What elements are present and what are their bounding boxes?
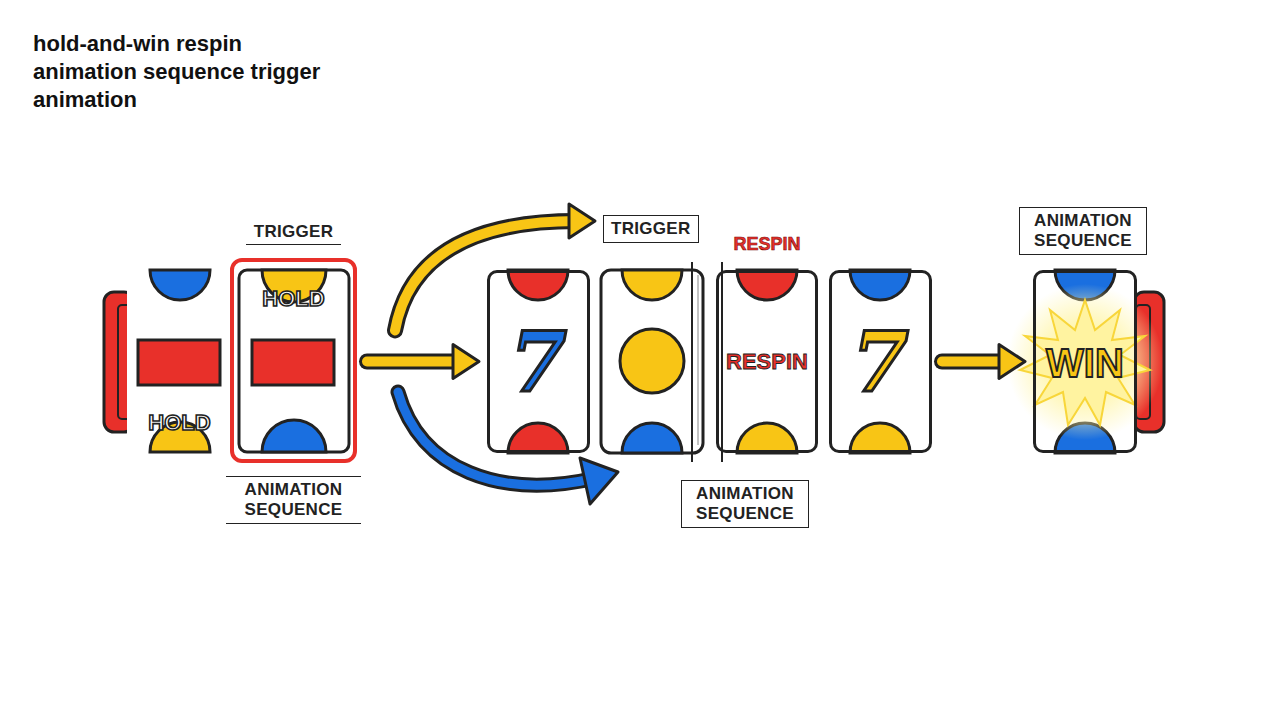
bar-symbol <box>138 340 220 385</box>
symbol-half <box>622 270 682 300</box>
symbol-half <box>850 423 910 453</box>
node-text: 7 <box>832 321 929 403</box>
arrow-head <box>453 345 479 379</box>
flow-arrow <box>942 345 1025 379</box>
bar-symbol <box>252 340 334 385</box>
arrow-head <box>999 345 1025 379</box>
symbol-half <box>622 423 682 453</box>
node-text: HOLD <box>234 286 353 312</box>
arrow-outline <box>367 354 461 370</box>
coin-symbol <box>620 329 684 393</box>
symbol-half <box>850 270 910 300</box>
slot-reel: 7 <box>487 270 590 453</box>
curved-arrow <box>398 392 596 485</box>
node-text: RESPIN <box>709 233 825 255</box>
symbol-half <box>508 423 568 453</box>
arrow-outline <box>942 354 1007 370</box>
win-burst <box>1020 300 1150 425</box>
symbol-half <box>737 270 797 300</box>
reel-face <box>127 270 232 452</box>
flow-arrow <box>395 204 595 331</box>
slot-reel: HOLD <box>127 270 232 452</box>
curved-arrow <box>398 392 596 485</box>
motion-line <box>721 262 723 462</box>
slot-reel: RESPINRESPIN <box>716 270 818 453</box>
symbol-half <box>150 270 210 300</box>
node-text: TRIGGER <box>246 222 341 245</box>
symbol-half <box>508 270 568 300</box>
node-text: 7 <box>490 321 587 403</box>
label-box: ANIMATION SEQUENCE <box>681 480 809 528</box>
slot-reel: TRIGGERHOLDANIMATION SEQUENCE <box>230 258 357 463</box>
diagram-title: hold-and-win respin animation sequence t… <box>33 30 333 114</box>
arrow-outline <box>395 221 577 331</box>
arrow-body <box>367 357 461 367</box>
win-glow <box>1007 284 1163 440</box>
node-text: ANIMATION SEQUENCE <box>226 476 361 524</box>
node-text: ANIMATION SEQUENCE <box>1027 211 1139 251</box>
slot-reel: WIN <box>1033 270 1137 453</box>
motion-line <box>691 262 693 462</box>
node-text: HOLD <box>127 410 232 436</box>
arrow-body <box>942 357 1007 367</box>
node-text: TRIGGER <box>611 219 691 239</box>
reel-face <box>601 270 703 453</box>
arrow-head <box>580 458 618 504</box>
label-box: ANIMATION SEQUENCE <box>1019 207 1147 255</box>
motion-line <box>698 275 699 445</box>
arrow-body <box>395 221 577 331</box>
node-text: ANIMATION SEQUENCE <box>689 484 801 524</box>
node-text: WIN <box>1030 341 1140 385</box>
arrow-head <box>569 204 595 238</box>
symbol-half <box>737 423 797 453</box>
label-box: TRIGGER <box>603 215 699 243</box>
node-text: RESPIN <box>713 349 821 375</box>
symbol-half <box>262 420 326 452</box>
flow-arrow <box>367 345 479 379</box>
slot-reel: 7 <box>829 270 932 453</box>
